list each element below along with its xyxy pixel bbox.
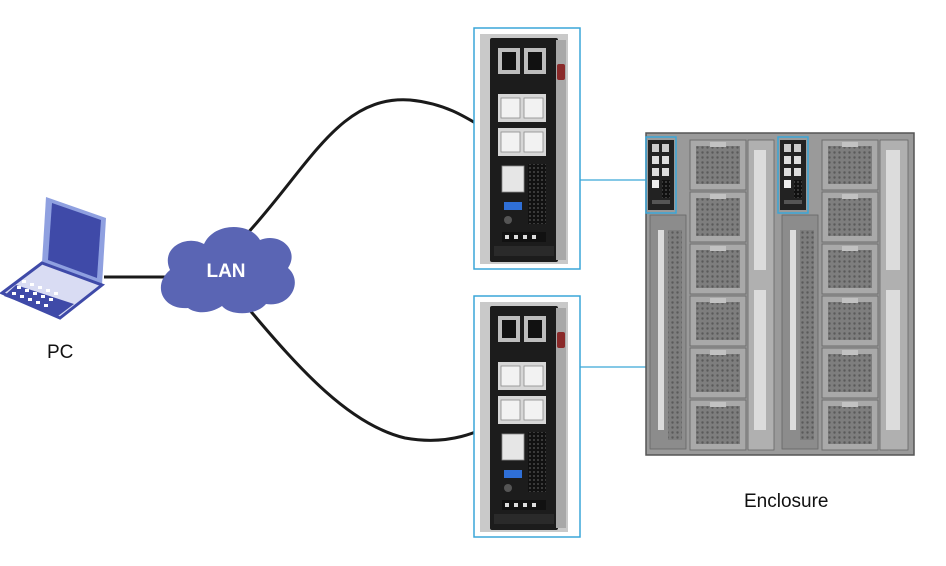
pc-laptop-icon	[0, 197, 106, 320]
enclosure-slot-right	[777, 136, 809, 214]
enclosure-slot-left	[645, 136, 677, 214]
enclosure-chassis	[645, 132, 915, 456]
pc-label-text: PC	[47, 342, 73, 363]
cable-lan-to-module-top	[244, 98, 501, 237]
lan-label: LAN	[206, 261, 245, 282]
pc-label: PC	[47, 342, 73, 363]
cable-lan-to-module-bottom	[246, 307, 503, 442]
enclosure-label: Enclosure	[744, 491, 829, 512]
management-module-top	[473, 27, 581, 270]
management-module-bottom	[473, 295, 581, 538]
lan-cloud-icon: LAN	[160, 226, 295, 314]
